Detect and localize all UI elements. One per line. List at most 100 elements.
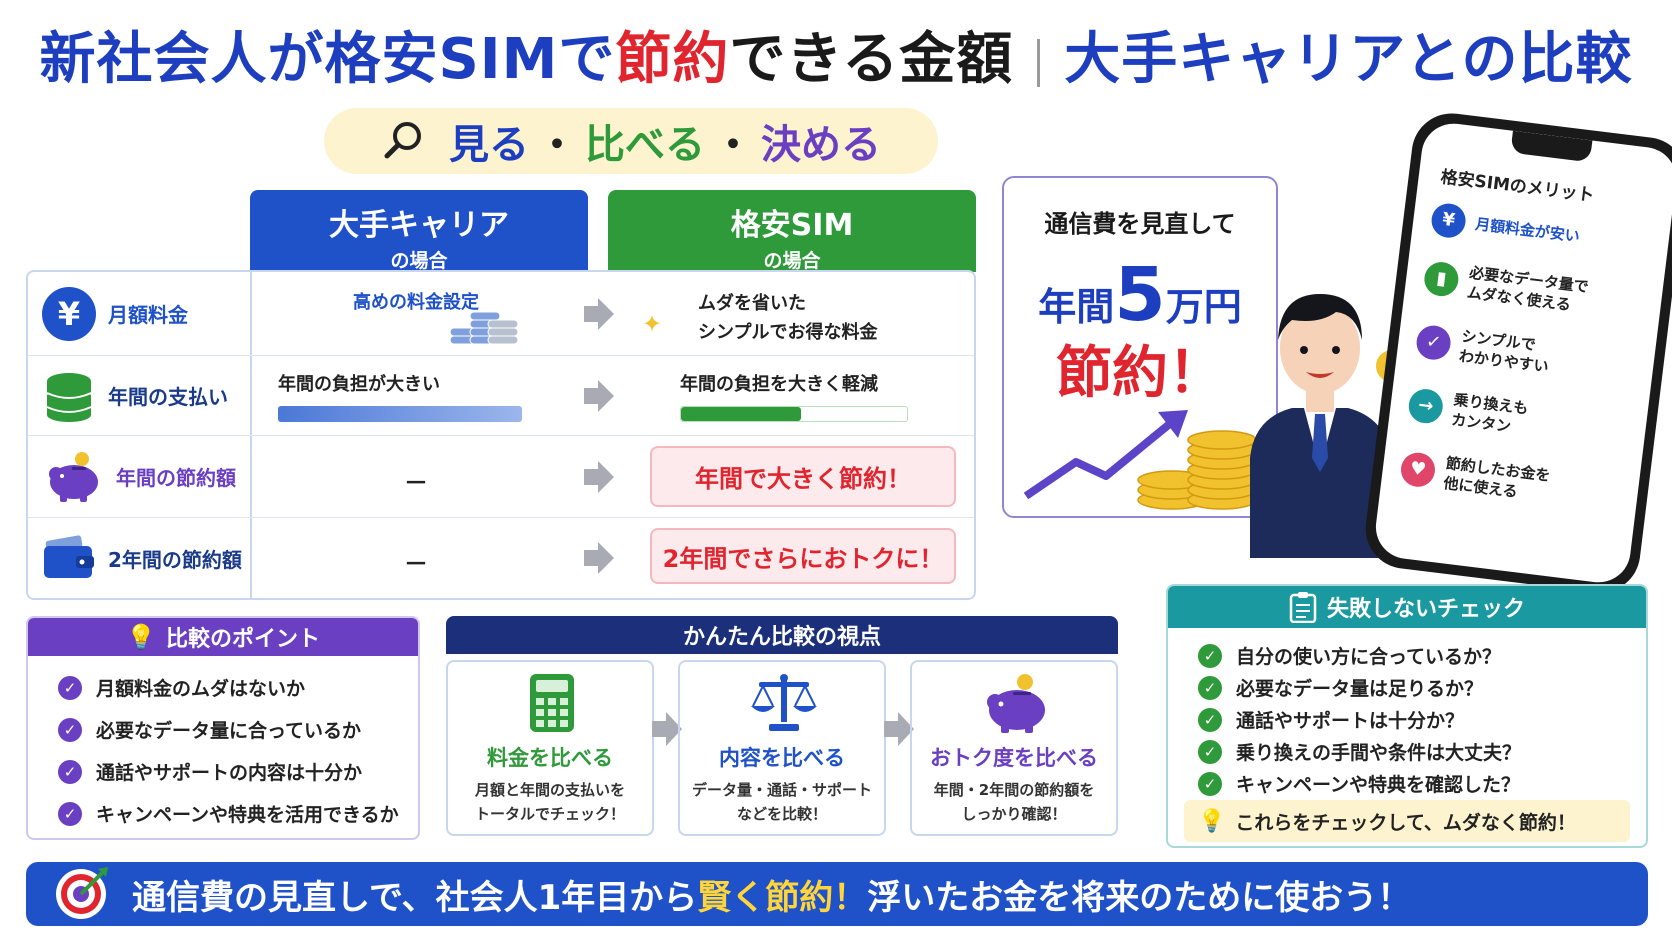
banner-text-c: 節約！ (765, 877, 868, 918)
magnifier-icon (384, 122, 421, 159)
growth-coins-icon (1023, 410, 1257, 510)
title-separator (1037, 38, 1041, 87)
list-item: ✓通話やサポートの内容は十分か (58, 758, 362, 785)
table-row: ¥ 月額料金 高めの料金設定 ✦ ムダを省いた シンプルでお得な料金 (28, 272, 974, 356)
two-year-savings-badge: 2年間でさらにおトクに！ (650, 528, 956, 584)
savings-card: 通信費を見直して 年間5万円 節約！ (1002, 176, 1278, 518)
merit-item: → 乗り換えもカンタン (1406, 384, 1529, 439)
merit-item: ¥ 月額料金が安い (1429, 201, 1582, 254)
annual-savings-badge: 年間で大きく節約！ (650, 446, 956, 507)
page-title: 新社会人が格安SIMで節約できる金額大手キャリアとの比較 (0, 14, 1672, 95)
compare-step-value: おトク度を比べる 年間・2年間の節約額をしっかり確認！ (910, 660, 1118, 836)
step-desc-line1: 月額と年間の支払いを (474, 781, 625, 799)
sim-cell-text: 年間の負担を大きく軽減 (680, 374, 878, 395)
target-icon (56, 867, 108, 919)
calculator-icon (530, 674, 574, 732)
step-desc-line1: データ量・通話・サポート (691, 781, 872, 799)
row-label-text: 月額料金 (108, 303, 188, 327)
subtitle-pill: 見る ・ 比べる ・ 決める (324, 108, 938, 174)
carrier-cell-text: 高めの料金設定 (353, 292, 479, 313)
check-icon: ✓ (1198, 739, 1222, 764)
phone-notch (1510, 130, 1593, 163)
step-desc: 月額と年間の支払いをトータルでチェック！ (448, 778, 652, 826)
list-item-text: 必要なデータ量は足りるか？ (1236, 678, 1484, 700)
check-icon: ✓ (58, 759, 82, 784)
row-label: ¥ 月額料金 (28, 272, 252, 355)
title-part1: 新社会人が格安SIMで (39, 27, 616, 92)
check-icon: ✓ (1198, 771, 1222, 796)
compare-panel-header: かんたん比較の視点 (446, 616, 1118, 654)
step-desc: データ量・通話・サポートなどを比較！ (680, 778, 884, 826)
lightbulb-icon: 💡 (1198, 808, 1226, 834)
carrier-header-main: 大手キャリア (329, 208, 509, 243)
bottom-banner: 通信費の見直しで、社会人1年目から賢く節約！浮いたお金を将来のために使おう！ (26, 862, 1648, 926)
list-item: ✓乗り換えの手間や条件は大丈夫？ (1198, 738, 1521, 765)
check-icon: ✓ (58, 717, 82, 742)
carrier-cell: 高めの料金設定 (252, 272, 580, 355)
list-item: ✓ 自分の使い方に合っているか？ (1198, 642, 1501, 669)
list-item: ✓ キャンペーンや特典を活用できるか (58, 800, 399, 827)
subtitle-look: 見る (449, 122, 529, 168)
piggy-bank-icon (987, 674, 1045, 733)
carrier-column-header: 大手キャリア の場合 (250, 190, 588, 272)
savings-line3: 節約！ (1056, 341, 1224, 406)
phone-screen: 格安SIMのメリット ¥ 月額料金が安い ▮ 必要なデータ量でムダなく使える ✓… (1372, 120, 1672, 586)
title-part2: 節約 (615, 27, 730, 92)
lightbulb-icon: 💡 (126, 623, 156, 651)
banner-text-b: 賢く (697, 877, 766, 918)
businessman-illustration (1250, 294, 1400, 558)
arrow-right-icon (584, 297, 614, 330)
yen-icon: ¥ (1429, 201, 1468, 240)
yen-icon: ¥ (42, 286, 96, 341)
carrier-header-sub: の場合 (390, 250, 448, 272)
list-item-text: 自分の使い方に合っているか？ (1236, 646, 1502, 668)
step-desc-line2: トータルでチェック！ (474, 805, 625, 823)
step-title: おトク度を比べる (930, 746, 1098, 770)
sim-cell: 年間で大きく節約！ (614, 436, 970, 517)
row-label-text: 2年間の節約額 (108, 547, 242, 572)
banner-text-a: 通信費の見直しで、社会人1年目から (132, 877, 698, 918)
wallet-icon (44, 535, 94, 578)
arrow-icon: → (1406, 387, 1445, 426)
banner-text-d: 浮いたお金を将来のために使おう！ (867, 877, 1412, 918)
list-item-text: 月額料金のムダはないか (96, 678, 306, 700)
subtitle-compare: 比べる (585, 122, 705, 168)
checklist-header: 失敗しないチェック (1168, 586, 1646, 628)
arrow-right-icon (584, 379, 614, 412)
check-icon: ✓ (1198, 643, 1222, 668)
table-row: 年間の支払い 年間の負担が大きい 年間の負担を大きく軽減 (28, 356, 974, 436)
table-row: 2年間の節約額 － 2年間でさらにおトクに！ (28, 518, 974, 598)
sim-header-main: 格安SIM (730, 208, 854, 243)
coin-stack-icon (46, 372, 92, 422)
list-item-text: キャンペーンや特典を確認した？ (1236, 774, 1521, 796)
check-icon: ✓ (58, 675, 82, 700)
sim-bar-track (680, 406, 908, 422)
arrow-right-icon (652, 712, 682, 746)
check-icon: ✓ (1198, 707, 1222, 732)
row-label-text: 年間の支払い (108, 385, 228, 409)
phone-title: 格安SIMのメリット (1439, 167, 1596, 207)
step-desc-line2: しっかり確認！ (961, 805, 1067, 823)
list-item-text: キャンペーンや特典を活用できるか (96, 804, 399, 826)
check-icon: ✓ (58, 801, 82, 826)
carrier-bar-fill (278, 406, 522, 422)
title-part3: できる金額 (729, 27, 1014, 92)
arrow-right-icon (584, 460, 614, 493)
list-item: ✓ 必要なデータ量に合っているか (58, 716, 361, 743)
list-item-text: 必要なデータ量に合っているか (96, 720, 362, 742)
row-label: 2年間の節約額 (28, 518, 252, 598)
sim-bar-fill (681, 407, 801, 421)
sim-cell: 年間の負担を大きく軽減 (614, 356, 970, 435)
savings-line1: 通信費を見直して (1044, 210, 1236, 238)
smartphone-mockup: 格安SIMのメリット ¥ 月額料金が安い ▮ 必要なデータ量でムダなく使える ✓… (1361, 108, 1672, 598)
check-icon: ✓ (1198, 675, 1222, 700)
carrier-cell-text: 年間の負担が大きい (278, 374, 440, 395)
heart-icon: ♥ (1398, 451, 1437, 489)
row-label-text: 年間の節約額 (116, 466, 236, 490)
subtitle-dot: ・ (713, 122, 753, 168)
savings-number: 5 (1114, 252, 1166, 338)
scales-icon (751, 674, 817, 731)
coins-icon (449, 311, 519, 345)
sim-cell: 2年間でさらにおトクに！ (614, 518, 970, 598)
step-title: 内容を比べる (719, 746, 845, 770)
